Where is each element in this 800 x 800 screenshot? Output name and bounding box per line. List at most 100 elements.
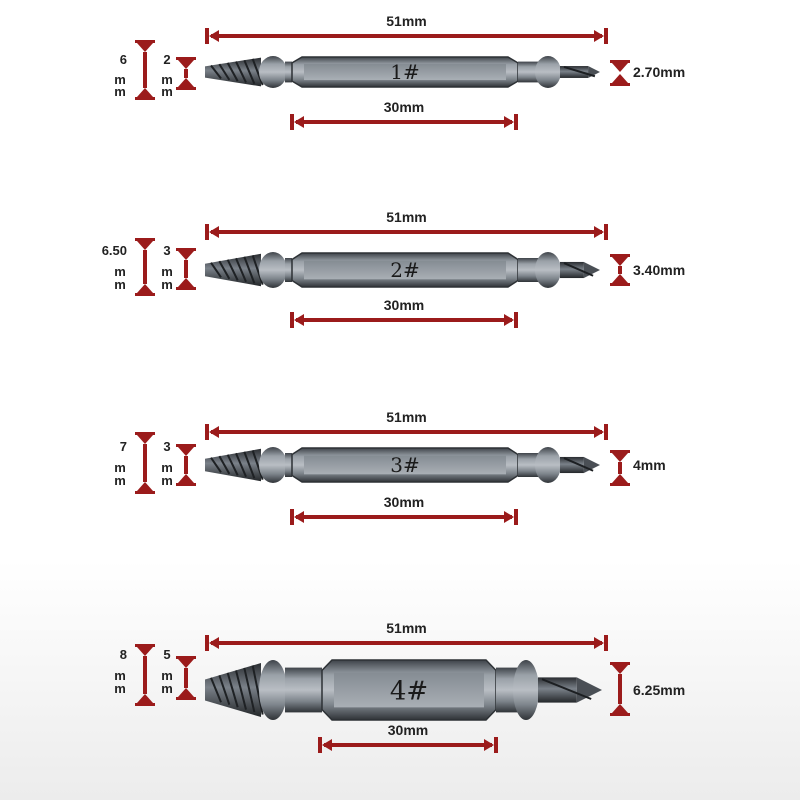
bit-4-flute (235, 670, 247, 710)
bit-1-collar-right (535, 56, 561, 88)
bit-3-flute (218, 455, 231, 475)
overall-length-dimension-2 (205, 224, 608, 240)
overall-length-dimension-4-arrow-right (594, 637, 604, 649)
inner-diameter-label-2-2: m (161, 277, 173, 292)
outer-diameter-dimension-1-arrow-bottom (137, 88, 153, 97)
bit-4-flute (243, 667, 256, 713)
overall-length-dimension-3-end-left (205, 424, 209, 440)
bit-2-hex-face (304, 260, 506, 280)
bit-4-hex-face (334, 672, 484, 708)
drill-diameter-dimension-4-arrow-bottom (612, 704, 628, 713)
drill-diameter-dimension-1-arrow-top (612, 63, 628, 72)
bit-4-neck-left (285, 667, 322, 713)
inner-diameter-label-1-0: 2 (163, 52, 170, 67)
bit-3-flute (235, 452, 247, 478)
hex-length-dimension-2-arrow-left (294, 314, 304, 326)
bit-1-flute (218, 63, 231, 81)
bit-1-neck-right (518, 61, 540, 83)
bit-1-collar-left (259, 56, 287, 88)
drill-diameter-dimension-1-end-top (610, 60, 630, 63)
bit-2-neck-left (285, 258, 292, 282)
hex-length-label-1: 30mm (384, 99, 424, 115)
bit-4-collar-right (513, 660, 539, 720)
bit-1-hex-face (304, 63, 506, 81)
outer-diameter-label-2-2: m (114, 277, 126, 292)
bit-3-collar-left (259, 447, 287, 483)
bit-1-flute (251, 58, 264, 86)
hex-length-dimension-2-end-left (290, 312, 294, 328)
bit-1-drill-shank (560, 66, 589, 78)
outer-diameter-dimension-3-stem (143, 444, 147, 482)
bit-1-neck-left (285, 61, 292, 83)
hex-length-label-4: 30mm (388, 722, 428, 738)
inner-diameter-dimension-4-end-bottom (176, 697, 196, 700)
inner-diameter-dimension-2-arrow-top (178, 251, 194, 260)
overall-length-dimension-4-arrow-left (209, 637, 219, 649)
outer-diameter-dimension-1-end-bottom (135, 97, 155, 100)
outer-diameter-dimension-4-arrow-top (137, 647, 153, 656)
outer-diameter-dimension-4-stem (143, 656, 147, 694)
outer-diameter-label-3-2: m (114, 473, 126, 488)
drill-diameter-dimension-4 (610, 662, 630, 716)
drill-diameter-dimension-2-end-bottom (610, 283, 630, 286)
inner-diameter-dimension-3-end-bottom (176, 483, 196, 486)
inner-diameter-dimension-1-end-bottom (176, 87, 196, 90)
overall-length-dimension-1 (205, 28, 608, 44)
bit-3-neck-left (285, 453, 292, 477)
bit-1-drill-flute (563, 65, 596, 78)
bit-1-flute (235, 61, 247, 83)
outer-diameter-dimension-2-arrow-bottom (137, 284, 153, 293)
outer-diameter-dimension-4 (135, 644, 155, 706)
overall-length-dimension-2-arrow-right (594, 226, 604, 238)
bit-1-number-label: 1# (390, 60, 419, 84)
overall-length-dimension-1-arrow-right (594, 30, 604, 42)
overall-length-dimension-1-end-right (604, 28, 608, 44)
bit-2-flute (210, 262, 222, 278)
overall-length-label-4: 51mm (386, 620, 426, 636)
drill-diameter-label-4: 6.25mm (633, 682, 685, 698)
inner-diameter-label-1-2: m (161, 84, 173, 99)
outer-diameter-label-2-1: m (114, 264, 126, 279)
overall-length-label-2: 51mm (386, 209, 426, 225)
bit-4-flute (251, 665, 264, 715)
overall-length-dimension-3 (205, 424, 608, 440)
inner-diameter-label-3-2: m (161, 473, 173, 488)
outer-diameter-dimension-3-arrow-bottom (137, 482, 153, 491)
outer-diameter-dimension-2-end-top (135, 238, 155, 241)
outer-diameter-label-1-0: 6 (120, 52, 127, 67)
drill-diameter-dimension-2-arrow-bottom (612, 274, 628, 283)
overall-length-label-1: 51mm (386, 13, 426, 29)
overall-length-label-3: 51mm (386, 409, 426, 425)
outer-diameter-dimension-1-arrow-top (137, 43, 153, 52)
outer-diameter-dimension-3 (135, 432, 155, 494)
inner-diameter-dimension-3-arrow-bottom (178, 474, 194, 483)
inner-diameter-dimension-2-end-bottom (176, 287, 196, 290)
drill-diameter-dimension-3-arrow-top (612, 453, 628, 462)
outer-diameter-label-4-0: 8 (120, 647, 127, 662)
hex-length-dimension-1-arrow-left (294, 116, 304, 128)
outer-diameter-dimension-2-stem (143, 250, 147, 284)
drill-diameter-dimension-3 (610, 450, 630, 486)
drill-diameter-dimension-1 (610, 60, 630, 86)
bit-3-drill-flute (563, 457, 594, 472)
overall-length-dimension-2-end-left (205, 224, 209, 240)
inner-diameter-dimension-2-arrow-bottom (178, 278, 194, 287)
inner-diameter-label-2-0: 3 (163, 243, 170, 258)
outer-diameter-label-4-2: m (114, 681, 126, 696)
outer-diameter-label-1-2: m (114, 84, 126, 99)
hex-length-dimension-3 (290, 509, 518, 525)
bit-1-flute (210, 64, 222, 80)
outer-diameter-dimension-2-end-bottom (135, 293, 155, 296)
bit-3-flute (210, 457, 222, 473)
drill-diameter-dimension-3-stem (618, 462, 622, 474)
bit-2-flute (226, 259, 239, 281)
hex-length-dimension-3-arrow-left (294, 511, 304, 523)
bit-3-flute (243, 451, 256, 479)
bit-2-flute (243, 256, 256, 284)
drill-diameter-dimension-2 (610, 254, 630, 286)
inner-diameter-dimension-3 (176, 444, 196, 486)
bit-2-collar-left (259, 252, 287, 288)
hex-length-dimension-2-end-right (514, 312, 518, 328)
outer-diameter-label-3-1: m (114, 460, 126, 475)
hex-length-dimension-4-end-right (494, 737, 498, 753)
